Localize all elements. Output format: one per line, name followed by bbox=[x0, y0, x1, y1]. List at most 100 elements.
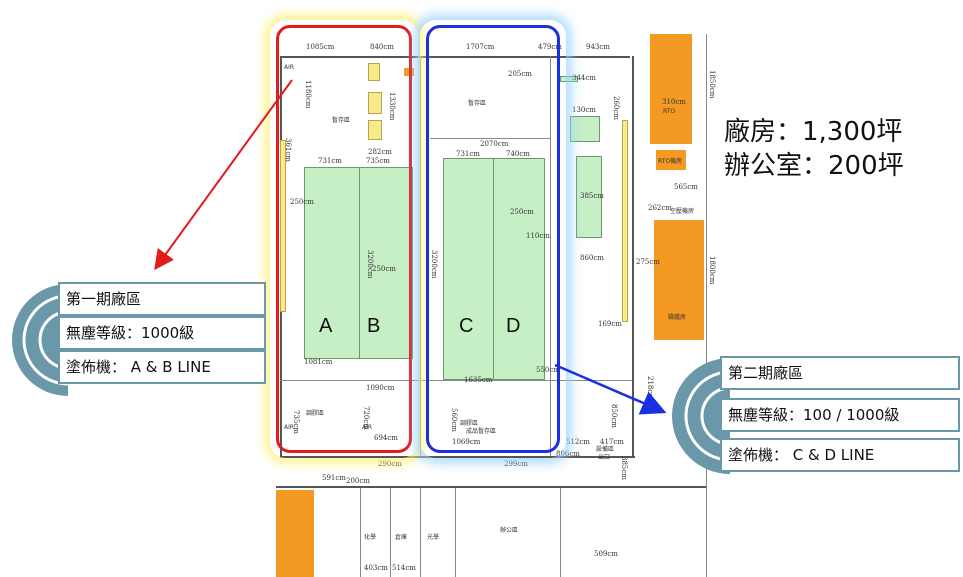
dim-130: 130cm bbox=[572, 106, 596, 114]
dim-361: 361cm bbox=[284, 138, 292, 162]
room-ac: 空壓機房 bbox=[670, 208, 695, 215]
dim-512: 512cm bbox=[566, 438, 590, 446]
dim-735: 735cm bbox=[366, 157, 390, 165]
dim-565: 565cm bbox=[674, 183, 698, 191]
dim-1635: 1635cm bbox=[464, 376, 493, 384]
line-b-label: B bbox=[367, 315, 381, 337]
green-side-zone-3 bbox=[560, 76, 578, 82]
phase2-arrow bbox=[554, 363, 667, 415]
coater-zone-b bbox=[359, 167, 413, 359]
office-area-text: 辦公室：200坪 bbox=[724, 151, 904, 181]
rto-building bbox=[650, 34, 692, 144]
dim-1330: 1330cm bbox=[388, 92, 396, 121]
dim-840: 840cm bbox=[370, 43, 394, 51]
phase2-title: 第二期廠區 bbox=[720, 356, 960, 390]
room-storage-1: 暫存區 bbox=[332, 117, 351, 124]
room-office: 辦公區 bbox=[500, 527, 519, 534]
room-storage-room: 倉庫 bbox=[395, 534, 408, 541]
phase1-red-frame bbox=[276, 25, 412, 453]
coater-zone-d bbox=[493, 158, 545, 380]
room-storage-2: 暫存區 bbox=[468, 100, 487, 107]
dim-250b: 250cm bbox=[372, 265, 396, 273]
office-divider-4 bbox=[455, 488, 456, 577]
dim-1085: 1085cm bbox=[306, 43, 335, 51]
wall-right bbox=[632, 56, 634, 456]
yellow-strip-right bbox=[622, 120, 628, 322]
dim-2070: 2070cm bbox=[480, 140, 509, 148]
dim-509: 509cm bbox=[594, 550, 618, 558]
room-mixing-2: 調膠區 bbox=[460, 420, 479, 427]
room-air-3: AIR bbox=[362, 424, 373, 431]
phase1-arrow bbox=[154, 79, 293, 271]
room-air-2: AIR bbox=[284, 424, 295, 431]
office-divider-1 bbox=[360, 488, 361, 577]
dim-260: 260cm bbox=[612, 96, 620, 120]
dim-310: 310cm bbox=[662, 98, 686, 106]
dim-1707: 1707cm bbox=[466, 43, 495, 51]
room-boiler: 鍋爐房 bbox=[668, 314, 687, 321]
dim-299: 299cm bbox=[504, 460, 528, 468]
line-d-label: D bbox=[506, 315, 521, 337]
factory-area-text: 廠房：1,300坪 bbox=[724, 117, 903, 147]
dim-250a: 250cm bbox=[290, 198, 314, 206]
office-divider-3 bbox=[420, 488, 421, 577]
phase1-decor-arcs bbox=[12, 284, 69, 396]
phase2-decor-arcs bbox=[672, 358, 731, 474]
dim-344: 344cm bbox=[572, 74, 596, 82]
dim-1090: 1090cm bbox=[366, 384, 395, 392]
room-mixing-1: 調膠區 bbox=[306, 410, 325, 417]
yellow-strip-left bbox=[280, 140, 286, 312]
wall-top bbox=[280, 56, 630, 58]
room-rto: RTO bbox=[663, 108, 676, 115]
dim-591: 591cm bbox=[322, 474, 346, 482]
wall-bottom bbox=[280, 456, 635, 458]
dim-200: 200cm bbox=[346, 477, 370, 485]
dim-205: 205cm bbox=[508, 70, 532, 78]
dim-860: 860cm bbox=[580, 254, 604, 262]
coater-zone-a bbox=[304, 167, 360, 359]
dim-514: 514cm bbox=[392, 564, 416, 572]
outline-right bbox=[706, 34, 707, 577]
room-equip: 設備區 bbox=[596, 446, 615, 453]
dim-218: 218cm bbox=[646, 376, 654, 400]
dim-250c: 250cm bbox=[510, 208, 534, 216]
yellow-block-1 bbox=[368, 63, 380, 81]
line-a-label: A bbox=[319, 315, 333, 337]
dim-740: 740cm bbox=[506, 150, 530, 158]
green-side-zone-2 bbox=[570, 116, 600, 142]
office-divider-5 bbox=[560, 488, 561, 577]
room-air-1: AIR bbox=[284, 64, 295, 71]
dim-282: 282cm bbox=[368, 148, 392, 156]
phase2-coater: 塗佈機： C & D LINE bbox=[720, 438, 960, 472]
room-optics: 光學 bbox=[427, 534, 440, 541]
room-rto-room: RTO機房 bbox=[658, 158, 683, 165]
dim-290: 290cm bbox=[378, 460, 402, 468]
dim-479: 479cm bbox=[538, 43, 562, 51]
dim-403: 403cm bbox=[364, 564, 388, 572]
dim-731a: 731cm bbox=[318, 157, 342, 165]
boiler-building bbox=[654, 220, 704, 340]
wall-mid-horizontal bbox=[280, 380, 632, 381]
dim-550: 550cm bbox=[536, 366, 560, 374]
dim-1069: 1069cm bbox=[452, 438, 481, 446]
room-chem: 化學 bbox=[364, 534, 377, 541]
room-finished: 成品暫存區 bbox=[466, 428, 497, 435]
yellow-block-2 bbox=[368, 92, 382, 114]
green-side-zone-1 bbox=[576, 156, 602, 238]
dim-850: 850cm bbox=[610, 404, 618, 428]
rto-room bbox=[656, 150, 686, 170]
dim-262: 262cm bbox=[648, 204, 672, 212]
dim-1180: 1180cm bbox=[304, 80, 312, 109]
orange-lower-left bbox=[276, 490, 314, 577]
phase1-title: 第一期廠區 bbox=[58, 282, 266, 316]
coater-zone-c bbox=[443, 158, 495, 380]
dim-720: 720cm bbox=[362, 406, 370, 430]
wall-divider-2 bbox=[550, 56, 551, 456]
dim-1850: 1850cm bbox=[708, 70, 716, 99]
dim-694: 694cm bbox=[374, 434, 398, 442]
dim-3200a: 3200cm bbox=[366, 250, 374, 279]
dim-943: 943cm bbox=[586, 43, 610, 51]
dim-806: 806cm bbox=[556, 450, 580, 458]
wall-divider-1 bbox=[420, 56, 421, 456]
